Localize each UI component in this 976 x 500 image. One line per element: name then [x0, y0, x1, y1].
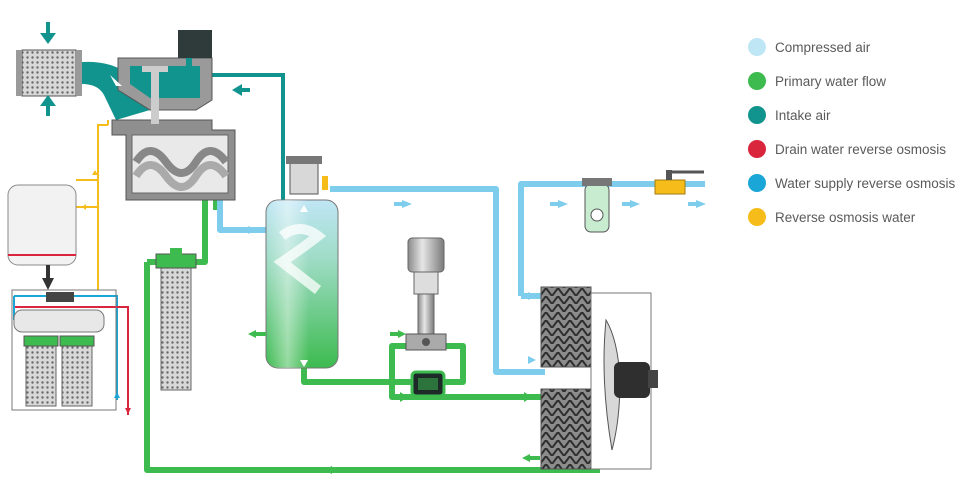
legend-item-compressed-air: Compressed air	[748, 30, 973, 64]
ro-water-piping	[76, 120, 109, 290]
legend-label: Primary water flow	[775, 73, 887, 89]
separator-tank	[265, 156, 339, 369]
legend-dot-icon	[748, 208, 766, 226]
ro-drain-arrow-icon	[125, 408, 131, 414]
cooler-radiator	[540, 286, 658, 470]
intake-arrow-left-icon	[232, 84, 250, 96]
water-filter	[155, 248, 197, 391]
legend-label: Intake air	[775, 107, 831, 123]
separator-inlet-arrow-icon	[238, 226, 256, 234]
ball-valve	[654, 170, 704, 195]
legend-dot-icon	[748, 106, 766, 124]
legend-item-intake-air: Intake air	[748, 98, 973, 132]
reverse-osmosis-unit	[11, 289, 117, 411]
ro-water-storage-tank	[7, 184, 77, 290]
legend: Compressed air Primary water flow Intake…	[748, 30, 973, 234]
green-flow-arrows-icon	[324, 392, 540, 474]
legend-dot-icon	[748, 140, 766, 158]
intake-air-filter	[16, 49, 150, 120]
pump-inlet-arrow-icon	[390, 330, 406, 338]
flow-regulator	[410, 370, 446, 398]
legend-item-primary-water-flow: Primary water flow	[748, 64, 973, 98]
primary-water-piping	[144, 198, 600, 473]
legend-dot-icon	[748, 38, 766, 56]
legend-label: Compressed air	[775, 39, 871, 55]
intake-arrow-up-icon	[40, 95, 56, 116]
legend-item-ro-water: Reverse osmosis water	[748, 200, 973, 234]
flow-arrow-icon	[110, 75, 122, 86]
air-flow-arrows-icon	[394, 200, 706, 208]
legend-label: Water supply reverse osmosis	[775, 175, 956, 191]
legend-dot-icon	[748, 174, 766, 192]
legend-label: Drain water reverse osmosis	[775, 141, 947, 157]
ro-supply-arrow-icon	[114, 392, 120, 398]
legend-label: Reverse osmosis water	[775, 209, 916, 225]
legend-item-drain-water-ro: Drain water reverse osmosis	[748, 132, 973, 166]
legend-item-water-supply-ro: Water supply reverse osmosis	[748, 166, 973, 200]
yellow-arrow-icons	[82, 170, 98, 210]
intake-arrow-down-icon	[40, 22, 56, 44]
moisture-separator	[582, 178, 612, 233]
separator-outlet-arrow-icon	[248, 330, 266, 338]
tank-arrows-icon	[300, 205, 308, 367]
water-pump	[405, 237, 447, 351]
screw-compressor-element	[111, 30, 236, 201]
cooler-air-arrows-icon	[528, 292, 536, 364]
legend-dot-icon	[748, 72, 766, 90]
